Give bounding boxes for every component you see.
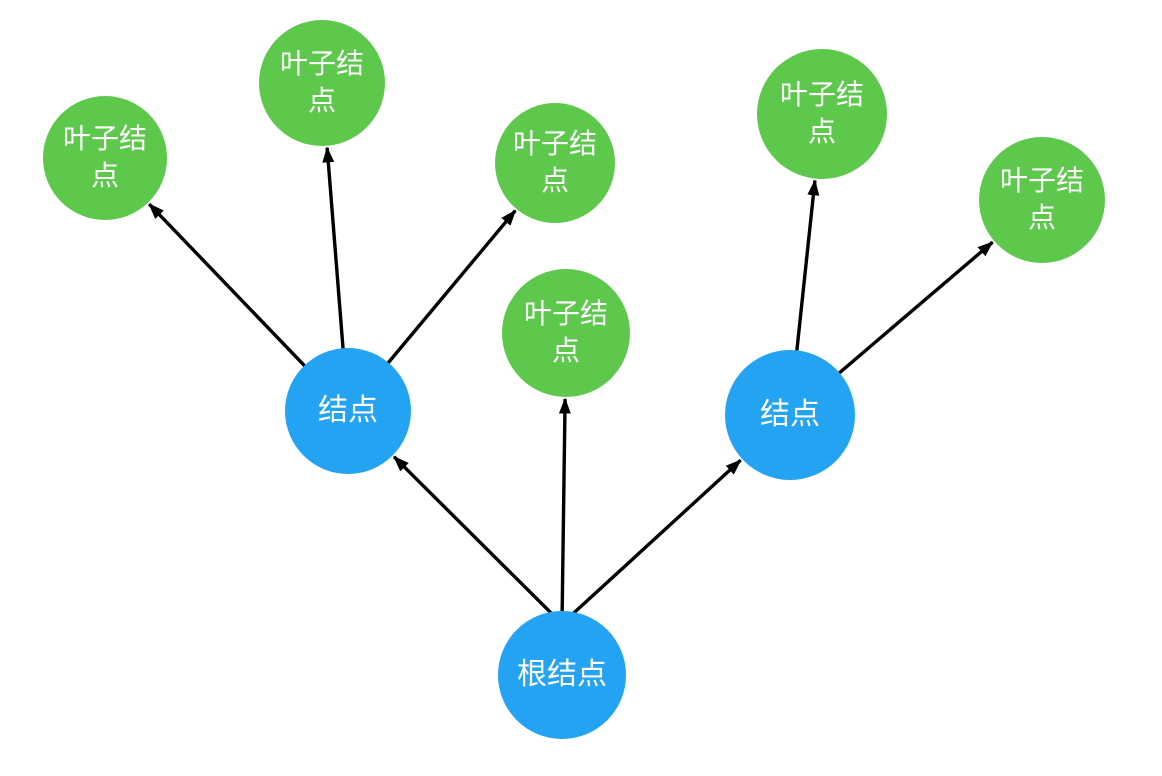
node-leaf-3: 叶子结点 — [495, 103, 615, 223]
node-label: 结点 — [318, 393, 378, 429]
node-root: 根结点 — [498, 611, 626, 739]
node-leaf-6: 叶子结点 — [979, 137, 1105, 263]
node-node-right: 结点 — [725, 350, 855, 480]
node-label: 叶子结点 — [999, 164, 1084, 234]
edge-arrow-root-to-node-left — [392, 455, 564, 626]
node-label: 根结点 — [517, 657, 607, 693]
node-label: 结点 — [760, 397, 820, 433]
edge-arrow-root-to-node-right — [560, 458, 742, 626]
node-leaf-2: 叶子结点 — [259, 20, 385, 146]
edge-arrow-root-to-leaf-4 — [558, 397, 571, 624]
node-label: 叶子结点 — [512, 127, 597, 197]
node-leaf-4: 叶子结点 — [502, 269, 630, 397]
node-label: 叶子结点 — [779, 78, 864, 148]
node-leaf-5: 叶子结点 — [757, 49, 887, 179]
node-label: 叶子结点 — [62, 122, 147, 192]
node-node-left: 结点 — [285, 348, 411, 474]
node-label: 叶子结点 — [523, 297, 608, 367]
node-label: 叶子结点 — [279, 47, 364, 117]
node-leaf-1: 叶子结点 — [43, 96, 167, 220]
